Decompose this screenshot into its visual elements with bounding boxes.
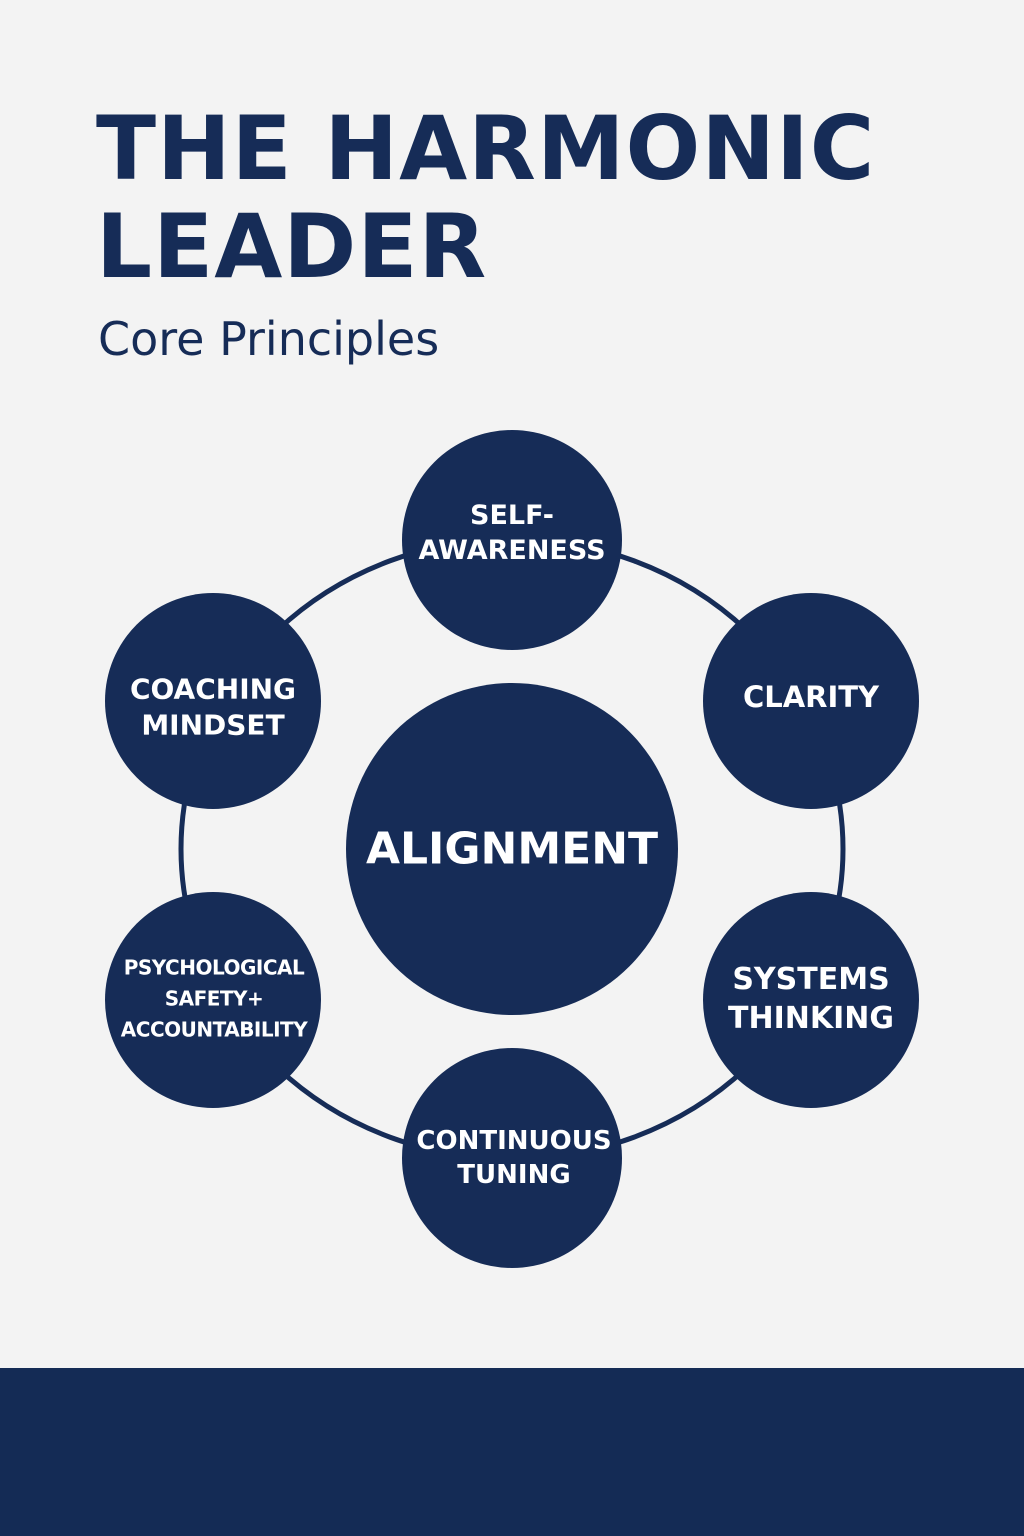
node-text: SELF-: [470, 499, 554, 531]
node-text: TUNING: [457, 1160, 571, 1190]
title-line-1: THE HARMONIC: [96, 97, 876, 200]
node-circle-coaching-mindset: [105, 593, 321, 809]
node-label-clarity: CLARITY: [743, 679, 879, 717]
center-circle: [346, 683, 678, 1015]
node-text: CONTINUOUS: [416, 1126, 612, 1157]
node-text: SAFETY+: [164, 986, 264, 1011]
node-text: THINKING: [728, 1001, 894, 1036]
node-label-coaching-mindset: COACHING MINDSET: [130, 672, 296, 745]
node-text: MINDSET: [141, 709, 285, 742]
node-text: PSYCHOLOGICAL: [123, 955, 305, 980]
node-text: CLARITY: [742, 680, 880, 715]
title-line-2: LEADER: [96, 195, 488, 298]
node-circle-continuous-tuning: [402, 1048, 622, 1268]
node-text: AWARENESS: [418, 535, 606, 566]
node-text: COACHING: [129, 672, 297, 706]
node-label-systems-thinking: SYSTEMS THINKING: [728, 960, 894, 1038]
center-label: ALIGNMENT: [365, 823, 659, 875]
node-circle-clarity: [703, 593, 919, 809]
node-label-self-awareness: SELF- AWARENESS: [418, 498, 605, 568]
node-label-continuous-tuning: CONTINUOUS TUNING: [416, 1125, 611, 1193]
node-circle-self-awareness: [402, 430, 622, 650]
node-text: SYSTEMS: [732, 962, 890, 997]
node-text: ACCOUNTABILITY: [120, 1017, 308, 1042]
subtitle: Core Principles: [98, 312, 440, 366]
node-label-psychological-safety: PSYCHOLOGICAL SAFETY+ ACCOUNTABILITY: [120, 953, 308, 1046]
footer-band: [0, 1368, 1024, 1536]
node-circle-systems-thinking: [703, 892, 919, 1108]
node-circle-psychological-safety: [105, 892, 321, 1108]
